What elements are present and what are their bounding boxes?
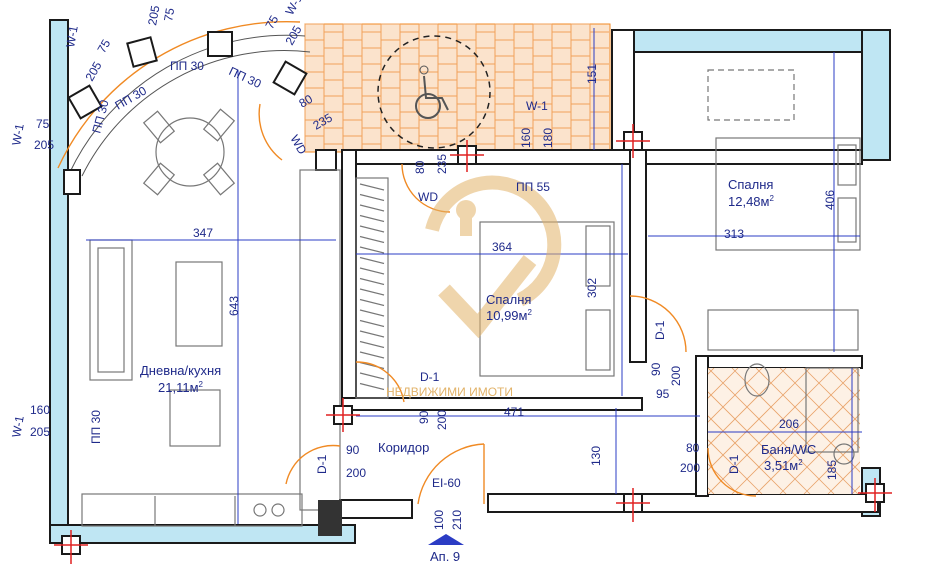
wheelchair-icon	[377, 35, 491, 149]
window-label: W-1	[282, 0, 305, 18]
door-dim: 80	[686, 441, 700, 455]
apartment-label: Ап. 9	[430, 549, 460, 564]
window-dim: 75	[161, 7, 177, 23]
door-dim: 100	[432, 510, 446, 530]
watermark-logo	[425, 175, 562, 339]
column-markers	[54, 124, 892, 564]
door-dim: 80	[297, 92, 316, 111]
window-label: W-1	[63, 24, 81, 48]
dim-643: 643	[227, 296, 241, 316]
window-dim: 160	[30, 403, 50, 417]
dim-206: 206	[779, 417, 799, 431]
window-bay	[57, 20, 311, 195]
door-dim: 235	[435, 154, 449, 174]
door-dim: 80	[413, 160, 427, 174]
dim-347: 347	[193, 226, 213, 240]
bed-2	[707, 69, 861, 251]
exterior-walls	[49, 19, 891, 544]
sill-label: ПП 30	[170, 59, 204, 73]
bedroom-1-name: Спалня	[486, 292, 531, 307]
dimension-lines	[86, 28, 862, 524]
entrance-arrow-icon	[428, 534, 464, 545]
window-label: W-1	[9, 122, 27, 146]
door-dim: 200	[669, 366, 683, 386]
dim-313: 313	[724, 227, 744, 241]
watermark-text: НЕДВИЖИМИ ИМОТИ	[386, 385, 513, 399]
door-dim: 210	[450, 510, 464, 530]
window-dim: 75	[36, 117, 50, 131]
sill-label: ПП 55	[516, 180, 550, 194]
dim-151: 151	[585, 64, 599, 84]
dim-95: 95	[656, 387, 670, 401]
window-dim: 205	[30, 425, 50, 439]
dim-471: 471	[504, 405, 524, 419]
bedroom-1-area: 10,99м2	[486, 308, 532, 323]
window-dim: 205	[82, 59, 104, 84]
sill-label: ПП 30	[227, 64, 264, 91]
sill-label: ПП 30	[89, 410, 103, 444]
bedroom-2-name: Спалня	[728, 177, 773, 192]
door-dim: 90	[346, 443, 360, 457]
door-dim: 200	[346, 466, 366, 480]
bath-area: 3,51м2	[764, 458, 803, 473]
door-dim: 90	[417, 410, 431, 424]
kitchen-counter	[81, 493, 342, 536]
bedroom-2-area: 12,48м2	[728, 194, 774, 209]
corridor-name: Коридор	[378, 440, 429, 455]
window-dim: 75	[94, 37, 113, 56]
door-label: D-1	[653, 320, 667, 340]
sill-label: ПП 30	[113, 83, 150, 112]
door-dim: 200	[680, 461, 700, 475]
living-room-area: 21,11м2	[158, 380, 204, 395]
door-dim: 90	[649, 362, 663, 376]
bathroom	[708, 363, 860, 494]
dim-302: 302	[585, 278, 599, 298]
window-dim: 180	[541, 128, 555, 148]
window-label: W-1	[9, 414, 27, 438]
door-label: D-1	[727, 454, 741, 474]
dim-185: 185	[825, 460, 839, 480]
window-dim: 160	[519, 128, 533, 148]
door-label: D-1	[315, 454, 329, 474]
window-dim: 205	[282, 23, 304, 48]
door-label: WD	[418, 190, 438, 204]
bath-name: Баня/WC	[761, 442, 816, 457]
door-label: D-1	[420, 370, 440, 384]
door-dim: 200	[435, 410, 449, 430]
dining-table	[142, 108, 236, 196]
sofa	[89, 239, 223, 447]
living-room-name: Дневна/кухня	[140, 363, 221, 378]
dim-130: 130	[589, 446, 603, 466]
window-dim: 205	[34, 138, 54, 152]
door-swings	[258, 103, 757, 505]
dim-406: 406	[823, 190, 837, 210]
balcony-deck	[304, 23, 611, 153]
window-dim: 75	[262, 13, 281, 32]
window-label: W-1	[526, 99, 548, 113]
door-label: EI-60	[432, 476, 461, 490]
dim-364: 364	[492, 240, 512, 254]
window-dim: 205	[145, 4, 162, 26]
